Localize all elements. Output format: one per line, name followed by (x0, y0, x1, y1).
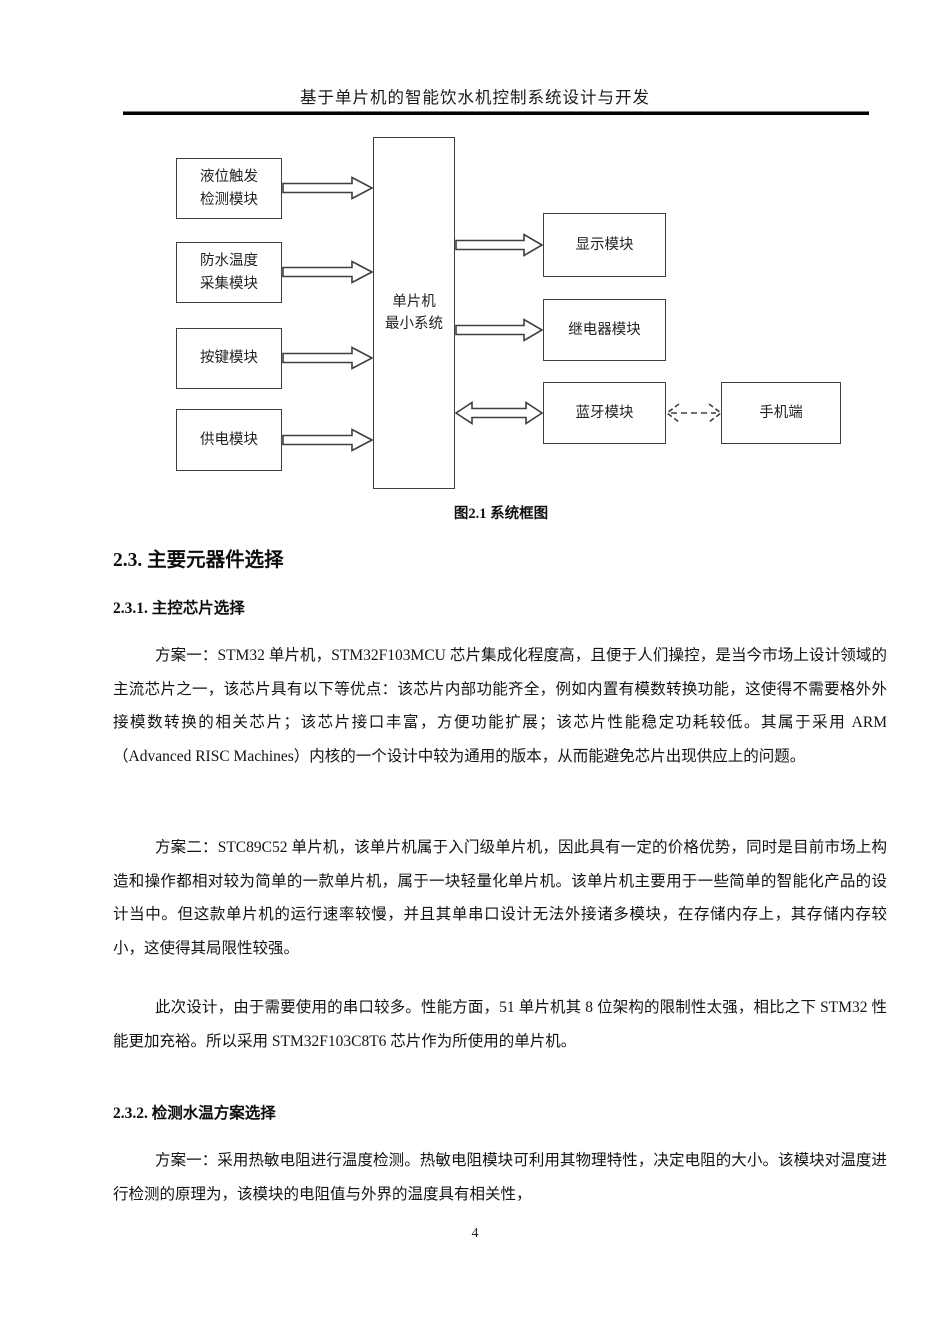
node-label: 手机端 (759, 404, 803, 421)
diagram-node-mcu-minimum-system: 单片机 最小系统 (373, 137, 455, 489)
diagram-node-power-module: 供电模块 (176, 409, 282, 471)
section-heading-2-3: 2.3. 主要元器件选择 (113, 550, 284, 571)
diagram-node-bluetooth-module: 蓝牙模块 (543, 382, 666, 444)
header-divider-rule (123, 111, 869, 115)
node-label: 按键模块 (200, 350, 258, 367)
section-heading-2-3-2: 2.3.2. 检测水温方案选择 (113, 1105, 276, 1122)
paragraph-stc89c52-option: 方案二：STC89C52 单片机，该单片机属于入门级单片机，因此具有一定的价格优… (113, 839, 887, 957)
node-label: 单片机 (392, 293, 436, 310)
diagram-node-waterproof-temp-module: 防水温度 采集模块 (176, 242, 282, 303)
dashed-arrowhead-right (708, 403, 723, 423)
node-label: 供电模块 (200, 431, 258, 448)
arrow-mcu-bluetooth-bidirectional (454, 401, 544, 425)
node-label: 蓝牙模块 (575, 404, 634, 421)
arrow-mcu-to-relay (455, 318, 544, 342)
arrow-temp-to-mcu (282, 260, 374, 284)
node-label: 液位触发 (200, 169, 258, 186)
figure-caption: 图2.1 系统框图 (453, 506, 549, 522)
node-label: 检测模块 (200, 191, 258, 208)
node-label: 最小系统 (385, 316, 443, 332)
node-label: 采集模块 (200, 275, 258, 292)
diagram-arrow-layer (282, 176, 723, 452)
paragraph-thermistor-option: 方案一：采用热敏电阻进行温度检测。热敏电阻模块可利用其物理特性，决定电阻的大小。… (113, 1152, 887, 1203)
system-block-diagram: 液位触发 检测模块 防水温度 采集模块 按键模块 供电模块 单片机 最小系统 显… (0, 0, 950, 540)
dashed-arrowhead-left (665, 403, 680, 423)
paragraph-chip-conclusion: 此次设计，由于需要使用的串口较多。性能方面，51 单片机其 8 位架构的限制性太… (113, 999, 887, 1050)
diagram-node-liquid-level-module: 液位触发 检测模块 (176, 158, 282, 219)
arrow-power-to-mcu (282, 428, 374, 452)
node-label: 显示模块 (575, 236, 634, 253)
arrow-liquid-to-mcu (282, 176, 374, 200)
page-header-title: 基于单片机的智能饮水机控制系统设计与开发 (300, 88, 650, 107)
diagram-node-key-module: 按键模块 (176, 328, 282, 389)
diagram-node-relay-module: 继电器模块 (543, 299, 666, 361)
node-label: 继电器模块 (568, 321, 641, 338)
arrow-key-to-mcu (282, 346, 374, 370)
arrow-mcu-to-display (455, 233, 544, 257)
diagram-node-phone-client: 手机端 (721, 382, 841, 444)
diagram-node-display-module: 显示模块 (543, 213, 666, 277)
node-label: 防水温度 (200, 253, 258, 270)
section-heading-2-3-1: 2.3.1. 主控芯片选择 (113, 600, 245, 617)
page-number: 4 (471, 1226, 479, 1241)
paragraph-stm32-option: 方案一：STM32 单片机，STM32F103MCU 芯片集成化程度高，且便于人… (113, 647, 887, 765)
